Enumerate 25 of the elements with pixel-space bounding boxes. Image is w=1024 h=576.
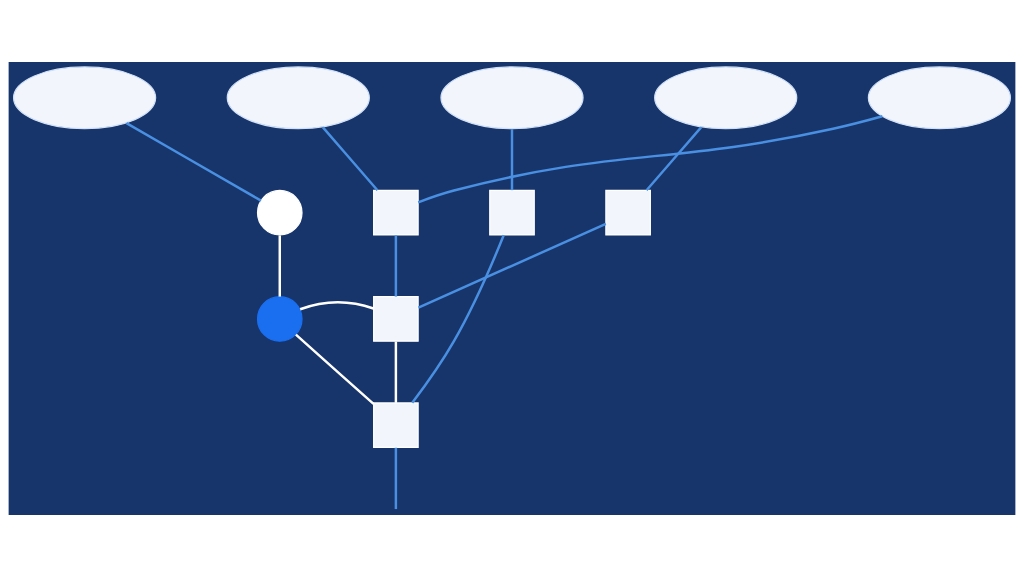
connector bbox=[394, 341, 398, 403]
connector bbox=[417, 114, 883, 203]
node-box bbox=[373, 189, 419, 236]
connector bbox=[394, 447, 398, 509]
node-circle bbox=[256, 189, 303, 236]
node-cloud bbox=[654, 65, 798, 129]
node-box bbox=[605, 189, 651, 236]
connector bbox=[417, 222, 607, 309]
connector bbox=[322, 126, 379, 191]
node-circle bbox=[256, 295, 303, 342]
connector bbox=[645, 126, 702, 191]
node-cloud bbox=[867, 65, 1012, 129]
connector bbox=[278, 234, 281, 297]
connector bbox=[125, 121, 262, 202]
node-box bbox=[373, 401, 419, 448]
connector bbox=[510, 128, 514, 190]
connector bbox=[299, 300, 374, 310]
node-cloud bbox=[440, 65, 584, 129]
node-cloud bbox=[226, 65, 370, 129]
connector bbox=[295, 333, 375, 405]
node-cloud bbox=[12, 65, 157, 129]
node-box bbox=[373, 295, 419, 342]
node-box bbox=[489, 189, 535, 236]
connector bbox=[411, 234, 505, 404]
connector bbox=[394, 234, 398, 297]
